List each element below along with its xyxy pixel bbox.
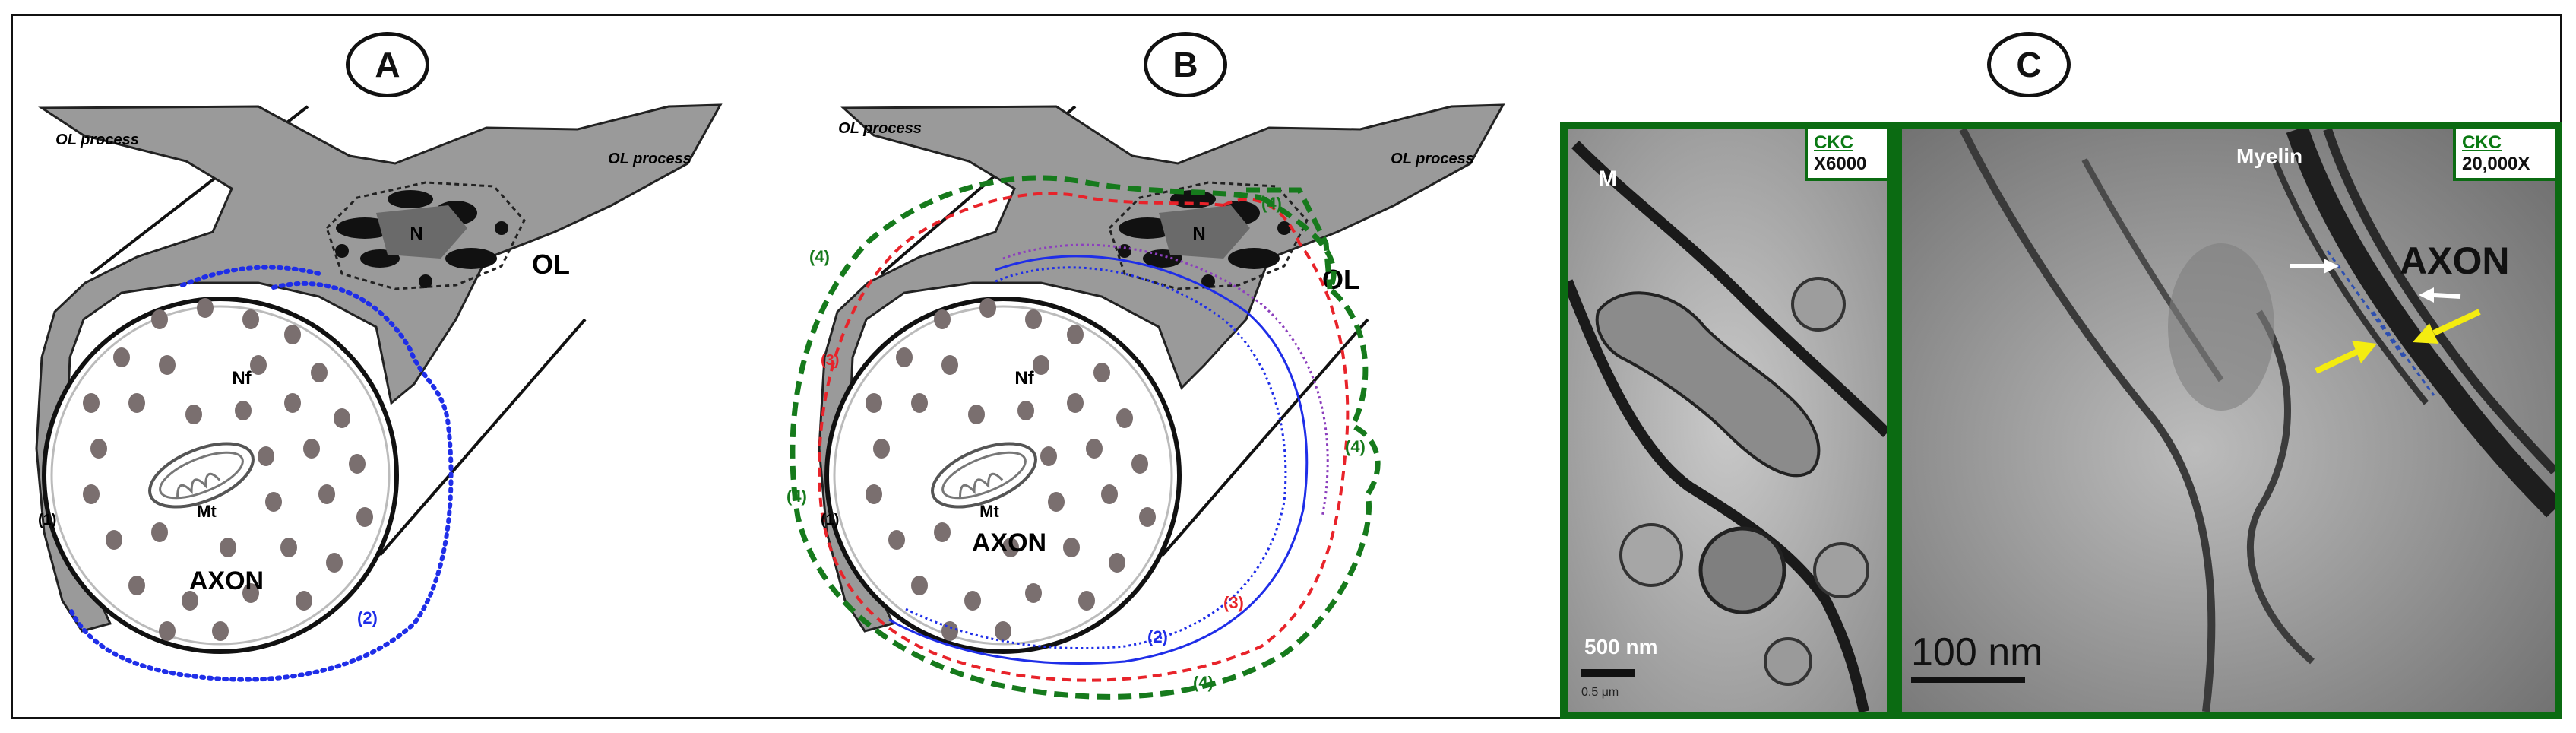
layer-1-label: (1) [821,512,839,528]
layer-1-label: (1) [38,512,56,528]
micrograph-x6000-image: 500 nm 0.5 μm M [1568,129,1887,712]
scale-bar-line [1581,669,1635,677]
yellow-arrow [2432,309,2481,336]
nucleus-label: N [410,224,422,244]
nucleus-label: N [1192,224,1205,244]
layer-2-label: (2) [1147,627,1168,646]
neurofilaments [866,298,1156,641]
mitochondrion-cristae [159,451,244,500]
layer-4-label: (4) [1345,437,1366,456]
panel-a-schematic: N OL process OL process OL Mt Nf AXON (1… [35,103,723,682]
panel-letter-c: C [1987,32,2071,97]
neurofilaments [83,298,373,641]
chromatin [445,248,497,269]
mt-label: Mt [197,502,217,521]
ol-process-label: OL process [838,120,922,137]
ol-process-label: OL process [608,151,691,167]
nf-label: Nf [1014,368,1034,389]
panel-letter-b: B [1144,32,1227,97]
ol-label: OL [532,249,570,280]
layer-2-label: (2) [357,608,378,627]
axon-label: AXON [189,566,264,595]
myelin-layer-3 [818,192,1350,682]
panel-letter-a: A [346,32,429,97]
mitochondrion [148,442,255,509]
lab-name: CKC [2462,132,2502,153]
layer-4-label: (4) [1261,194,1282,213]
lab-name: CKC [1814,132,1853,153]
scale-bar-line [1911,677,2025,683]
micrograph-20000x: Myelin AXON 100 nm CKC 20,000X [1894,122,2562,719]
scale-bar-label: 100 nm [1911,630,2043,674]
mt-label: Mt [979,502,999,521]
layer-3-label: (3) [1223,593,1244,612]
yellow-arrow [2315,348,2359,374]
myelin-layer-2 [68,281,454,682]
micrograph-20000x-image: Myelin AXON 100 nm [1902,129,2555,712]
nf-label: Nf [232,368,252,389]
layer-4-label: (4) [809,247,830,266]
nucleus [376,205,467,259]
magnification: 20,000X [2462,154,2530,174]
scale-bar-small: 0.5 μm [1581,686,1619,699]
scale-bar-label: 500 nm [1584,635,1658,658]
ol-process-shape [35,103,723,633]
axon-label: AXON [972,528,1046,557]
micrograph-x6000-label: CKC X6000 [1805,129,1887,181]
panel-b-schematic: N OL process OL process OL Mt Nf AXON [786,103,1505,700]
layer-3-label: (3) [821,352,839,369]
micrograph-20000x-label: CKC 20,000X [2453,129,2555,181]
ol-process-label: OL process [55,132,139,148]
magnification: X6000 [1814,154,1867,174]
ol-cell-body [325,181,526,290]
measure-line [2326,250,2405,358]
zoom-line [378,318,587,557]
myelin-layer-4 [790,175,1381,700]
layer-4-label: (4) [1193,673,1214,692]
ol-process-label: OL process [1391,151,1474,167]
myelin-label: Myelin [2236,144,2302,168]
mitochondrion [931,442,1037,509]
chromatin [388,190,433,208]
ol-process-shape [818,103,1505,633]
region-label-m: M [1598,167,1617,192]
axon-label: AXON [2400,240,2509,282]
nucleus [1159,205,1250,259]
zoom-line [1161,318,1369,557]
micrograph-x6000: 500 nm 0.5 μm M CKC X6000 [1560,122,1894,719]
layer-4-label: (4) [786,487,807,506]
